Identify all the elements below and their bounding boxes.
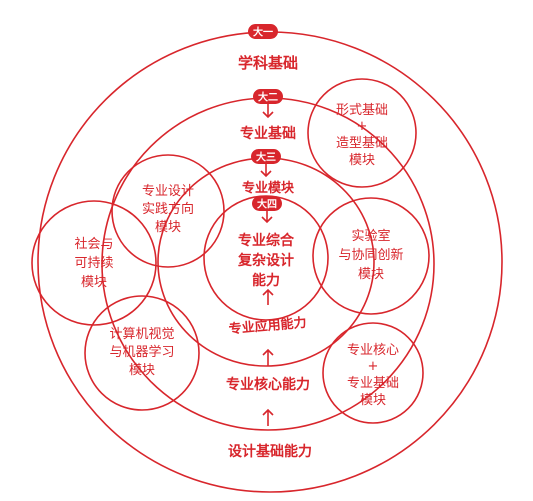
svg-text:造型基础: 造型基础 [336, 136, 388, 151]
module-social [31, 200, 157, 326]
module-form-foundation [307, 78, 417, 188]
svg-text:实践方向: 实践方向 [142, 201, 194, 217]
arrow-up-icon [262, 348, 274, 366]
svg-text:模块: 模块 [129, 363, 155, 378]
svg-text:专业设计: 专业设计 [142, 184, 194, 199]
svg-text:与机器学习: 与机器学习 [109, 344, 174, 360]
year1-pill: 大一 [248, 24, 278, 39]
module-computer-vision-label: 计算机视觉 与机器学习 模块 [109, 327, 174, 378]
arrow-down-icon [262, 104, 274, 119]
arrow-down-icon [261, 211, 273, 224]
module-core-foundation-label: 专业核心 + 专业基础 模块 [347, 343, 399, 408]
svg-text:+: + [368, 359, 379, 374]
svg-text:与协同创新: 与协同创新 [338, 247, 403, 263]
module-social-label: 社会与 可持续 模块 [74, 236, 113, 290]
svg-text:模块: 模块 [360, 393, 386, 408]
svg-text:模块: 模块 [155, 220, 181, 235]
year1-label: 大一 [253, 26, 273, 39]
svg-text:模块: 模块 [358, 267, 384, 282]
svg-text:形式基础: 形式基础 [336, 103, 388, 118]
year2-label: 大二 [258, 91, 278, 104]
arrow-up-icon [262, 408, 274, 426]
svg-text:社会与: 社会与 [74, 236, 113, 252]
svg-text:模块: 模块 [81, 275, 107, 290]
module-computer-vision [84, 295, 200, 411]
svg-text:计算机视觉: 计算机视觉 [109, 327, 174, 342]
year4-pill: 大四 [252, 196, 282, 211]
label-discipline-foundation: 学科基础 [238, 54, 298, 72]
arrow-down-icon [260, 164, 272, 178]
svg-text:模块: 模块 [349, 153, 375, 168]
label-comprehensive: 专业综合 复杂设计 能力 [237, 232, 295, 289]
year2-pill: 大二 [253, 89, 283, 104]
label-core-ability: 专业核心能力 [226, 376, 310, 393]
svg-text:专业核心: 专业核心 [347, 343, 399, 358]
module-lab [312, 197, 430, 315]
svg-text:+: + [357, 119, 368, 134]
module-form-foundation-label: 形式基础 + 造型基础 模块 [336, 103, 388, 168]
year3-pill: 大三 [251, 149, 281, 164]
label-major-foundation: 专业基础 [240, 125, 296, 142]
svg-text:专业基础: 专业基础 [347, 376, 399, 391]
module-core-foundation [322, 322, 424, 424]
label-design-foundation-ability: 设计基础能力 [228, 443, 312, 460]
svg-text:专业综合: 专业综合 [238, 232, 295, 249]
label-major-module: 专业模块 [242, 180, 295, 196]
label-applied-ability: 专业应用能力 [228, 315, 307, 338]
svg-text:能力: 能力 [252, 272, 280, 289]
year4-label: 大四 [257, 198, 277, 211]
module-practice-direction-label: 专业设计 实践方向 模块 [142, 184, 194, 235]
year3-label: 大三 [256, 151, 276, 164]
module-practice-direction [111, 154, 225, 268]
module-lab-label: 实验室 与协同创新 模块 [338, 228, 403, 282]
arrow-up-icon [262, 288, 274, 305]
svg-text:复杂设计: 复杂设计 [237, 252, 294, 269]
svg-text:实验室: 实验室 [351, 228, 390, 244]
svg-text:可持续: 可持续 [74, 256, 113, 271]
